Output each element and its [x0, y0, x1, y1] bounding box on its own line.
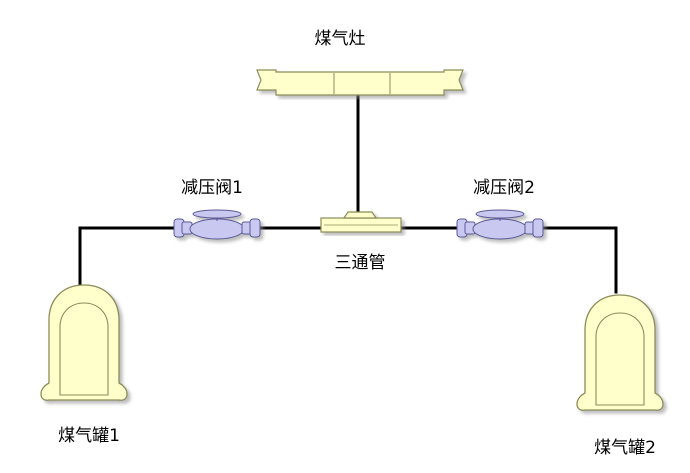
- label-valve-1: 减压阀1: [181, 178, 243, 198]
- label-valve-2: 减压阀2: [473, 178, 535, 198]
- pressure-valve-1: [173, 209, 261, 240]
- label-stove: 煤气灶: [315, 29, 366, 49]
- label-tank-1: 煤气罐1: [58, 426, 120, 446]
- gas-tank-1: [40, 284, 128, 401]
- label-tee-pipe: 三通管: [335, 253, 386, 273]
- label-tank-2: 煤气罐2: [594, 438, 656, 458]
- gas-tank-2: [576, 294, 664, 411]
- tee-pipe: [320, 211, 402, 233]
- pressure-valve-2: [456, 209, 544, 240]
- stove: [256, 69, 464, 96]
